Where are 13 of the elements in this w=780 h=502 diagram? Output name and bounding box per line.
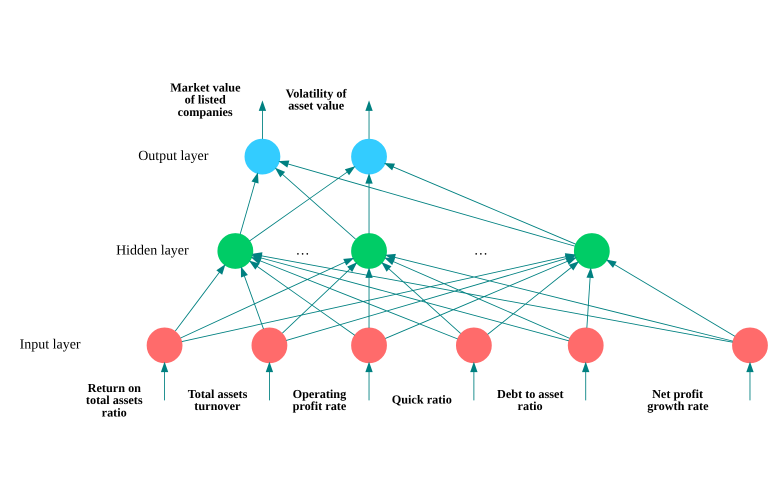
label: … [474,243,488,258]
label: … [296,243,310,258]
node-label: Return on total assets ratio [86,380,143,420]
node-label: Market value of listed companies [170,80,241,119]
node-label: Debt to asset ratio [497,386,564,414]
node-label: Total assets turnover [188,386,248,414]
node-label: Quick ratio [392,392,452,407]
label: Input layer [20,338,81,353]
node-label: Volatility of asset value [286,86,347,113]
label: Hidden layer [116,243,189,258]
node-label: Operating profit rate [292,386,346,414]
label: Output layer [138,148,208,164]
node-label: Net profit growth rate [647,386,709,414]
